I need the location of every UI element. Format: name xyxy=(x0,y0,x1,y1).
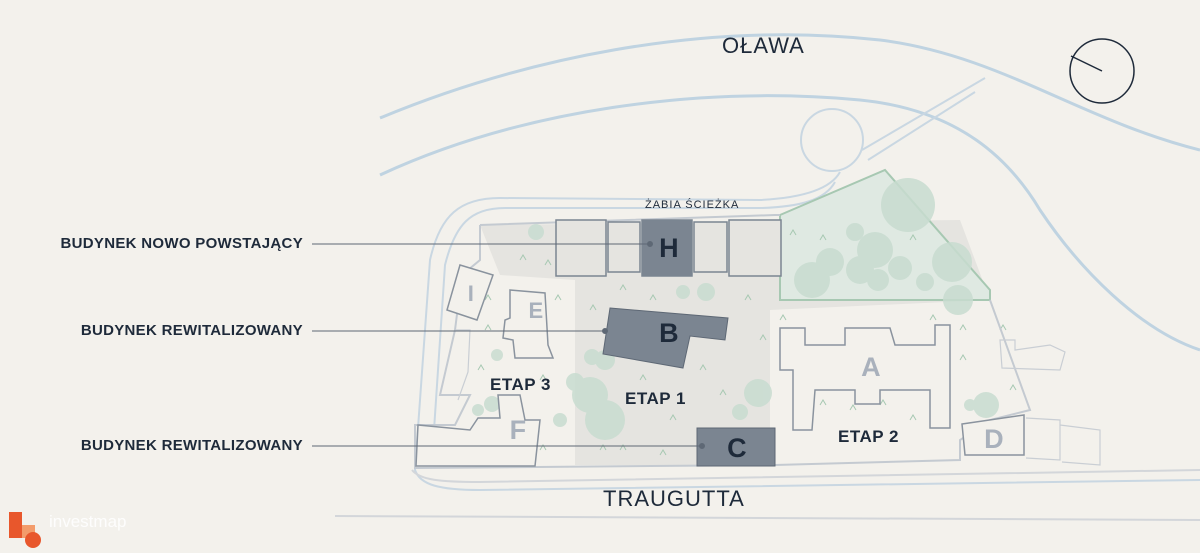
stage-2-label: ETAP 2 xyxy=(838,427,899,446)
building-f-label[interactable]: F xyxy=(509,415,527,445)
building-h-label[interactable]: H xyxy=(659,233,679,263)
building-i-shape xyxy=(446,264,494,321)
building-b-label[interactable]: B xyxy=(659,318,679,348)
north-arrow-icon xyxy=(1069,38,1135,104)
path-name: ŻABIA ŚCIEŻKA xyxy=(645,199,740,211)
legend-label-revitalized-c: BUDYNEK REWITALIZOWANY xyxy=(80,437,303,454)
building-b-shape xyxy=(602,307,729,369)
stage-1-label: ETAP 1 xyxy=(625,389,686,408)
traugutta-street xyxy=(334,469,1200,521)
neighbor-lots xyxy=(999,339,1101,466)
legend-label-new-building: BUDYNEK NOWO POWSTAJĄCY xyxy=(60,235,303,252)
building-d-shape xyxy=(961,414,1025,456)
building-a-shape xyxy=(779,324,951,431)
building-d-label[interactable]: D xyxy=(984,424,1004,454)
building-i-label[interactable]: I xyxy=(467,281,475,306)
trees xyxy=(472,178,999,440)
building-e-shape xyxy=(502,289,555,359)
stage-3-label: ETAP 3 xyxy=(490,375,551,394)
building-e-label[interactable]: E xyxy=(528,298,544,323)
building-c-shape xyxy=(696,427,776,467)
building-a-label[interactable]: A xyxy=(861,352,881,382)
access-road xyxy=(413,77,1200,492)
legend-leaders xyxy=(312,241,705,449)
neighbor-left xyxy=(455,329,471,401)
building-h-row xyxy=(555,219,782,277)
river-name: OŁAWA xyxy=(722,33,805,58)
street-name-traugutta: TRAUGUTTA xyxy=(603,486,745,511)
investmap-logo xyxy=(9,512,41,548)
watermark-text: investmap xyxy=(49,512,127,531)
grass-marks xyxy=(477,229,1017,456)
legend-label-revitalized-b: BUDYNEK REWITALIZOWANY xyxy=(80,322,303,339)
building-f-shape xyxy=(415,394,541,467)
building-c-label[interactable]: C xyxy=(727,433,747,463)
river-banks xyxy=(379,33,1200,352)
